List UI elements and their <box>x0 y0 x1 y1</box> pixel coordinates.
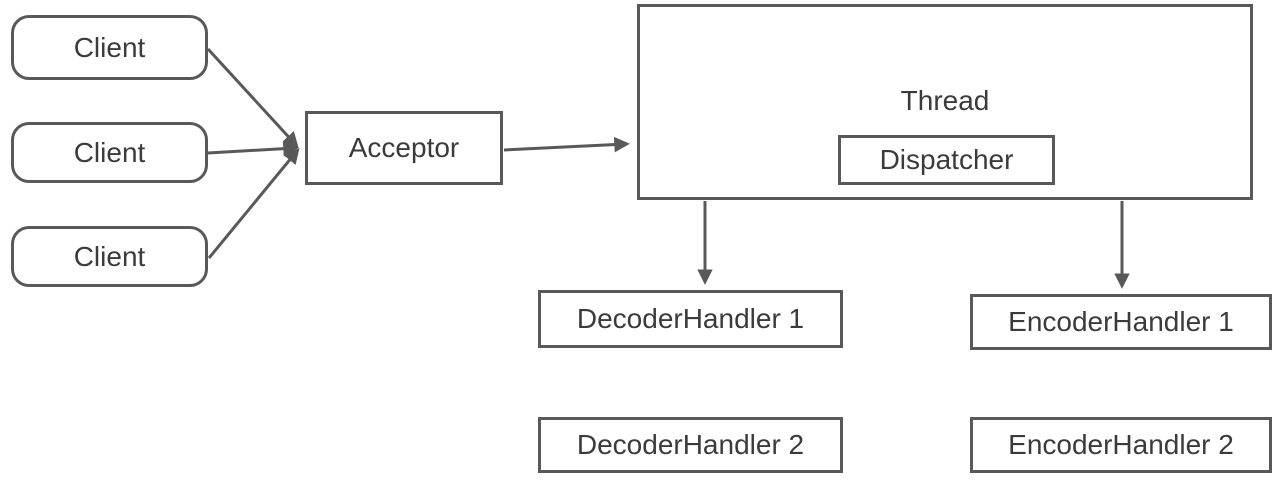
node-encoder-handler-1-label: EncoderHandler 1 <box>1008 306 1234 337</box>
node-encoder-handler-1: EncoderHandler 1 <box>970 294 1272 350</box>
node-encoder-handler-2-label: EncoderHandler 2 <box>1008 429 1234 460</box>
node-acceptor-label: Acceptor <box>348 132 460 163</box>
node-decoder-handler-2: DecoderHandler 2 <box>538 417 843 473</box>
node-acceptor: Acceptor <box>305 111 503 185</box>
node-client-1-label: Client <box>73 31 146 63</box>
node-client-3-label: Client <box>73 240 146 272</box>
edge-client1-acceptor <box>206 47 299 148</box>
node-thread-label: Thread <box>900 85 990 116</box>
edge-client2-acceptor <box>207 140 299 157</box>
node-decoder-handler-1-label: DecoderHandler 1 <box>576 303 805 334</box>
node-dispatcher: Dispatcher <box>838 135 1055 185</box>
node-dispatcher-label: Dispatcher <box>879 144 1014 175</box>
node-decoder-handler-1: DecoderHandler 1 <box>538 290 843 348</box>
edge-acceptor-thread <box>503 136 630 153</box>
node-client-2: Client <box>11 122 208 183</box>
node-client-3: Client <box>11 226 208 287</box>
node-client-1: Client <box>11 15 208 80</box>
edge-client3-acceptor <box>207 147 300 259</box>
node-client-2-label: Client <box>73 136 146 168</box>
node-decoder-handler-2-label: DecoderHandler 2 <box>576 429 805 460</box>
node-encoder-handler-2: EncoderHandler 2 <box>970 417 1272 473</box>
